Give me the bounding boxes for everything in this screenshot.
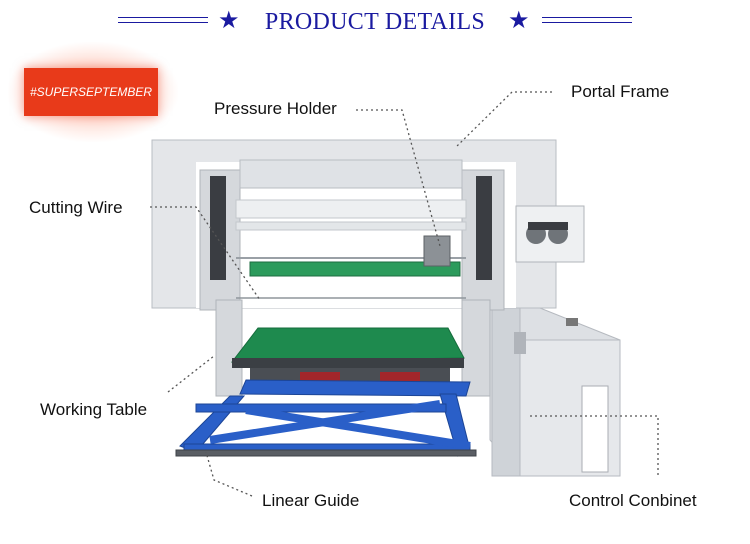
- label-cutting-wire: Cutting Wire: [29, 198, 123, 217]
- star-icon: ★: [218, 6, 240, 34]
- linear-guide-base: [175, 379, 477, 457]
- header-left-line: [118, 17, 208, 18]
- page-title: PRODUCT DETAILS: [264, 9, 486, 35]
- header-left-line-2: [118, 22, 208, 23]
- leader-linear-guide: [205, 451, 253, 497]
- leader-cutting-wire: [150, 206, 261, 301]
- leader-working-table: [167, 355, 215, 393]
- header-right-line-2: [542, 22, 632, 23]
- promo-badge: #SUPERSEPTEMBER: [24, 68, 158, 116]
- section-header: ★ PRODUCT DETAILS ★: [0, 0, 750, 44]
- star-icon: ★: [508, 6, 530, 34]
- label-control-cabinet: Control Conbinet: [569, 491, 697, 510]
- header-right-line: [542, 17, 632, 18]
- pressure-holder: [236, 235, 466, 299]
- control-cabinet: [489, 295, 621, 477]
- portal-frame: [151, 139, 585, 397]
- label-portal-frame: Portal Frame: [571, 82, 670, 101]
- leader-pressure-holder: [356, 109, 441, 247]
- label-pressure-holder: Pressure Holder: [214, 99, 337, 118]
- label-working-table: Working Table: [40, 400, 148, 419]
- leader-lines: [150, 91, 659, 497]
- label-linear-guide: Linear Guide: [262, 491, 360, 510]
